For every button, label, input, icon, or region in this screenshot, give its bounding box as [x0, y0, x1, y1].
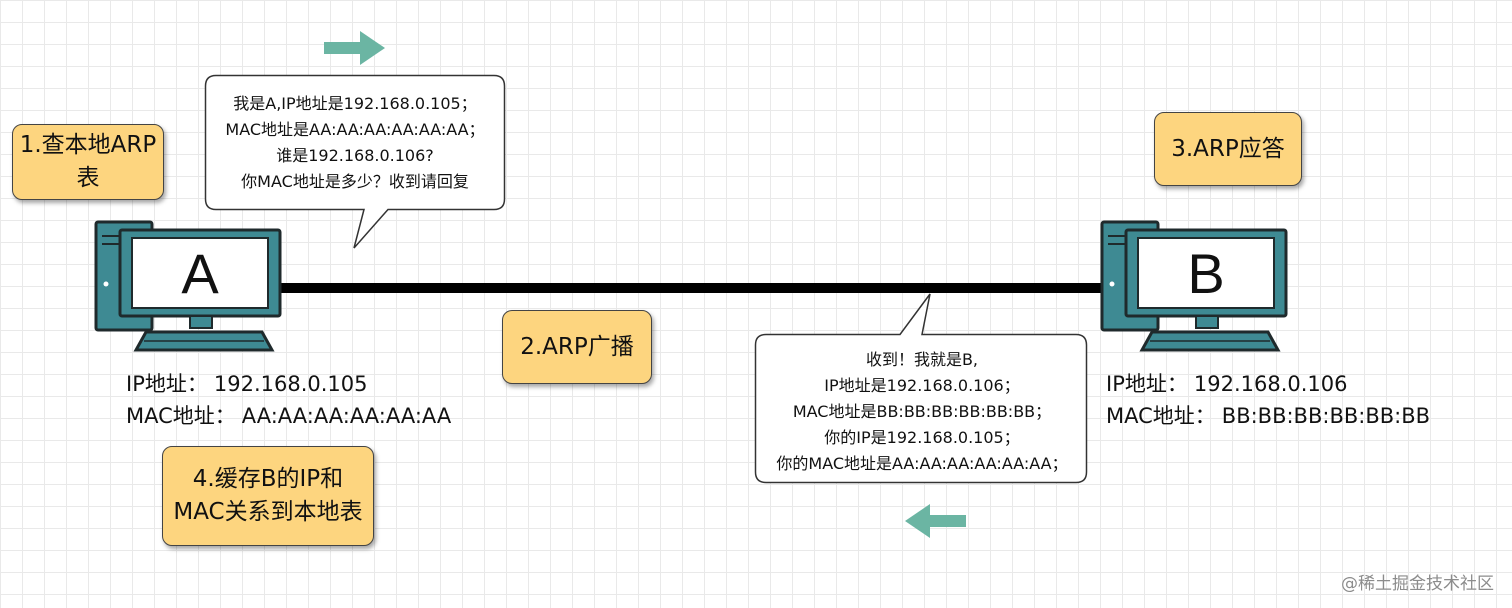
host-a-mac-label: MAC地址： — [126, 404, 236, 428]
reply-line: MAC地址是BB:BB:BB:BB:BB:BB； — [792, 402, 1052, 421]
arrow-left-icon — [905, 504, 966, 538]
request-bubble-text: 我是A,IP地址是192.168.0.105； MAC地址是AA:AA:AA:A… — [204, 91, 506, 195]
step2-label: 2.ARP广播 — [520, 333, 634, 360]
step1-line: 表 — [76, 165, 100, 191]
request-bubble-shape — [204, 74, 506, 249]
watermark: @稀土掘金技术社区 — [1341, 574, 1494, 594]
host-a-mac-value: AA:AA:AA:AA:AA:AA — [241, 404, 452, 428]
request-line: MAC地址是AA:AA:AA:AA:AA:AA； — [225, 120, 485, 139]
request-line: 谁是192.168.0.106? — [276, 146, 434, 165]
reply-bubble-shape — [754, 293, 1088, 484]
step3-label: 3.ARP应答 — [1171, 135, 1285, 162]
reply-line: IP地址是192.168.0.106； — [824, 376, 1020, 395]
step3-note: 3.ARP应答 — [1154, 112, 1302, 186]
step4-line: 4.缓存B的IP和 — [192, 466, 344, 492]
computer-icon — [1100, 220, 1288, 352]
host-b-mac-label: MAC地址： — [1106, 404, 1216, 428]
step2-note: 2.ARP广播 — [502, 310, 652, 384]
reply-bubble-text: 收到！我就是B, IP地址是192.168.0.106； MAC地址是BB:BB… — [754, 347, 1090, 477]
step4-note: 4.缓存B的IP和 MAC关系到本地表 — [162, 446, 374, 546]
request-line: 你MAC地址是多少？收到请回复 — [241, 172, 469, 191]
reply-line: 收到！我就是B, — [865, 350, 979, 369]
reply-line: 你的MAC地址是AA:AA:AA:AA:AA:AA； — [776, 454, 1068, 473]
computer-b-label: B — [1187, 241, 1225, 305]
reply-line: 你的IP是192.168.0.105； — [824, 428, 1020, 447]
request-line: 我是A,IP地址是192.168.0.105； — [233, 94, 477, 113]
computer-b: B — [1100, 220, 1290, 356]
computer-icon — [94, 220, 282, 352]
arrow-right-icon — [324, 31, 385, 65]
host-a-info: IP地址：192.168.0.105 MAC地址：AA:AA:AA:AA:AA:… — [126, 368, 451, 432]
host-b-info: IP地址：192.168.0.106 MAC地址：BB:BB:BB:BB:BB:… — [1106, 368, 1430, 432]
step1-line: 1.查本地ARP — [19, 132, 157, 158]
step4-line: MAC关系到本地表 — [173, 499, 363, 525]
host-b-ip-value: 192.168.0.106 — [1193, 372, 1348, 396]
host-b-mac-value: BB:BB:BB:BB:BB:BB — [1221, 404, 1431, 428]
step1-note: 1.查本地ARP 表 — [12, 124, 164, 200]
computer-a: A — [94, 220, 284, 356]
host-a-ip-value: 192.168.0.105 — [213, 372, 368, 396]
computer-a-label: A — [181, 241, 219, 305]
host-a-ip-label: IP地址： — [126, 372, 208, 396]
host-b-ip-label: IP地址： — [1106, 372, 1188, 396]
